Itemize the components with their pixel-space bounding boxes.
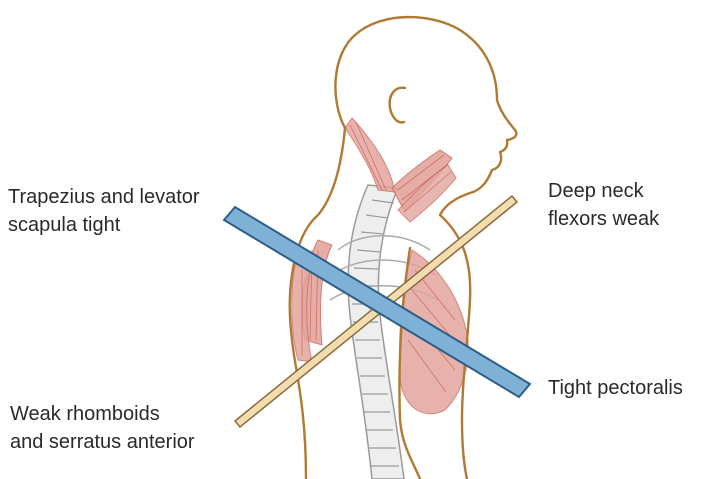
label-deep-neck-flexors-weak: Deep neck flexors weak — [548, 177, 659, 233]
label-line: Trapezius and levator — [8, 183, 200, 211]
label-line: scapula tight — [8, 211, 200, 239]
label-line: and serratus anterior — [10, 428, 195, 456]
label-tight-pectoralis: Tight pectoralis — [548, 374, 683, 402]
label-line: flexors weak — [548, 205, 659, 233]
label-trapezius-levator-tight: Trapezius and levator scapula tight — [8, 183, 200, 239]
label-line: Weak rhomboids — [10, 400, 195, 428]
label-line: Deep neck — [548, 177, 659, 205]
label-line: Tight pectoralis — [548, 374, 683, 402]
label-weak-rhomboids-serratus: Weak rhomboids and serratus anterior — [10, 400, 195, 456]
